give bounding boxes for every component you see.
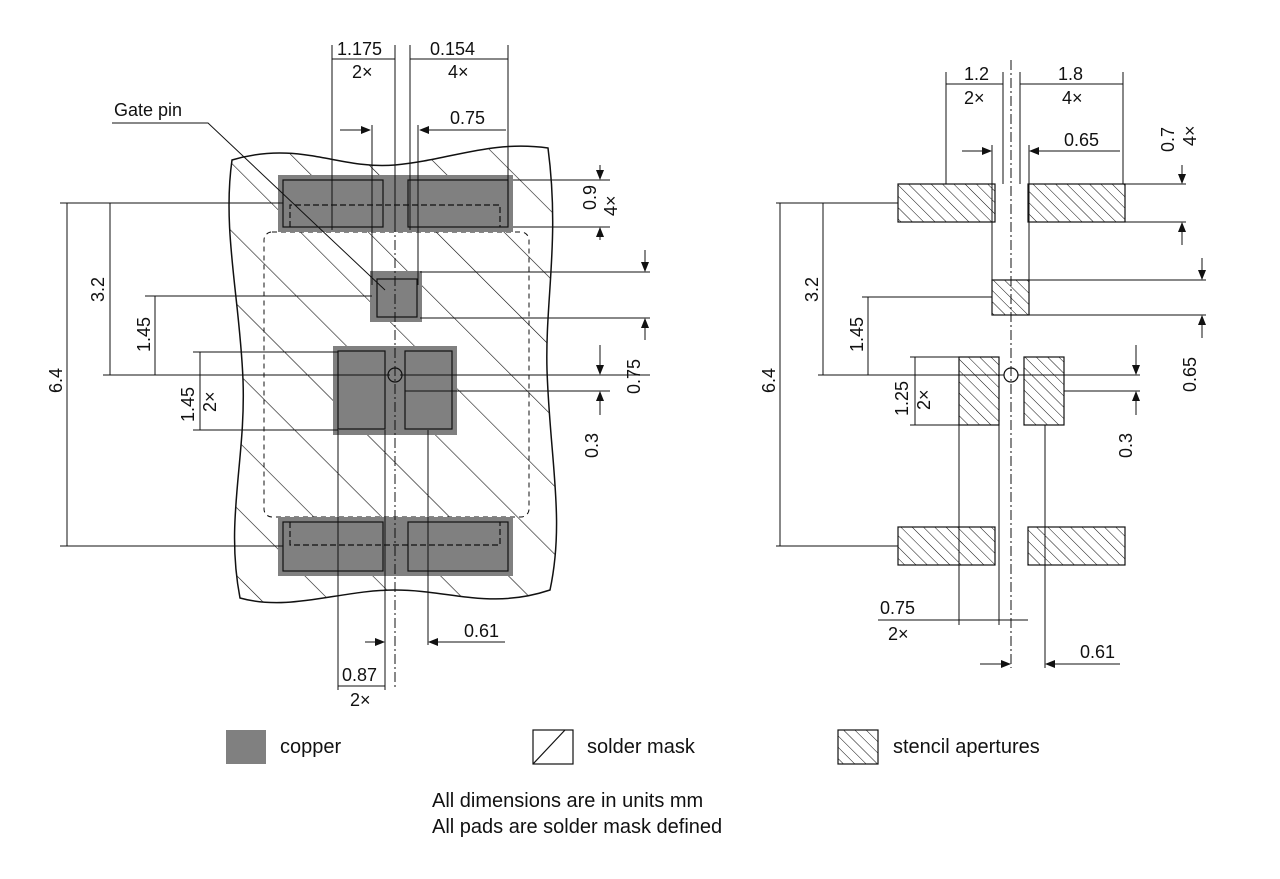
gate-pin-label: Gate pin <box>114 100 182 120</box>
note-pads: All pads are solder mask defined <box>432 816 723 838</box>
dim-fp-top-b: 0.154 <box>430 39 475 59</box>
aperture-center-left <box>958 356 1000 426</box>
stencil-apertures <box>897 183 1126 566</box>
dim-st-right-b: 0.3 <box>1116 433 1136 458</box>
dim-st-top-b: 1.8 <box>1058 64 1083 84</box>
dim-fp-top-b-mult: 4× <box>448 62 469 82</box>
dim-fp-bottom-a: 0.61 <box>464 621 499 641</box>
legend-label-stencil: stencil apertures <box>893 736 1040 758</box>
stencil-view: 1.2 2× 1.8 4× 0.65 0.7 4× 6.4 3.2 1.45 1… <box>759 60 1206 668</box>
dim-fp-right-b: 0.3 <box>582 433 602 458</box>
dim-st-top-a: 1.2 <box>964 64 989 84</box>
dim-fp-side-a-mult: 4× <box>601 195 621 216</box>
dim-st-bottom-a: 0.75 <box>880 598 915 618</box>
dim-st-top-b-mult: 4× <box>1062 88 1083 108</box>
dim-fp-top-a: 1.175 <box>337 39 382 59</box>
dim-st-side-a: 0.7 <box>1158 127 1178 152</box>
dim-fp-left-d-mult: 2× <box>200 391 220 412</box>
dim-fp-side-a: 0.9 <box>580 185 600 210</box>
aperture-bottom-right <box>1027 526 1126 566</box>
dim-fp-left-c: 1.45 <box>134 317 154 352</box>
footprint-view: Gate pin <box>46 39 650 710</box>
pad-inner-outlines <box>282 179 509 572</box>
dim-st-left-d: 1.25 <box>892 381 912 416</box>
legend-label-solder-mask: solder mask <box>587 736 696 758</box>
aperture-top-left <box>897 183 996 223</box>
dim-fp-left-d: 1.45 <box>178 387 198 422</box>
dim-st-bottom-a-mult: 2× <box>888 624 909 644</box>
dim-st-top-c: 0.65 <box>1064 130 1099 150</box>
dim-st-bottom-b: 0.61 <box>1080 642 1115 662</box>
dim-fp-right-a: 0.75 <box>624 359 644 394</box>
legend-label-copper: copper <box>280 736 341 758</box>
dim-fp-bottom-b: 0.87 <box>342 665 377 685</box>
dim-fp-bottom-b-mult: 2× <box>350 690 371 710</box>
dim-st-left-a: 6.4 <box>759 368 779 393</box>
aperture-top-right <box>1027 183 1126 223</box>
legend-swatch-stencil <box>837 729 879 765</box>
dim-fp-left-a: 6.4 <box>46 368 66 393</box>
aperture-bottom-left <box>897 526 996 566</box>
dim-st-top-a-mult: 2× <box>964 88 985 108</box>
legend-swatch-solder-mask <box>532 729 574 765</box>
legend-swatch-copper <box>226 730 266 764</box>
dim-fp-left-b: 3.2 <box>88 277 108 302</box>
gate-pin-leader <box>112 122 386 291</box>
dim-st-left-b: 3.2 <box>802 277 822 302</box>
dim-fp-top-c: 0.75 <box>450 108 485 128</box>
dim-st-left-c: 1.45 <box>847 317 867 352</box>
footprint-extension-lines <box>60 45 650 690</box>
dim-st-side-a-mult: 4× <box>1180 125 1200 146</box>
dim-st-right-a: 0.65 <box>1180 357 1200 392</box>
legend: copper solder mask stencil apertures <box>226 729 1040 765</box>
stencil-extension-lines <box>776 60 1206 668</box>
aperture-center-right <box>1023 356 1065 426</box>
dim-st-left-d-mult: 2× <box>914 389 934 410</box>
note-dimensions: All dimensions are in units mm <box>432 790 704 812</box>
dim-fp-top-a-mult: 2× <box>352 62 373 82</box>
